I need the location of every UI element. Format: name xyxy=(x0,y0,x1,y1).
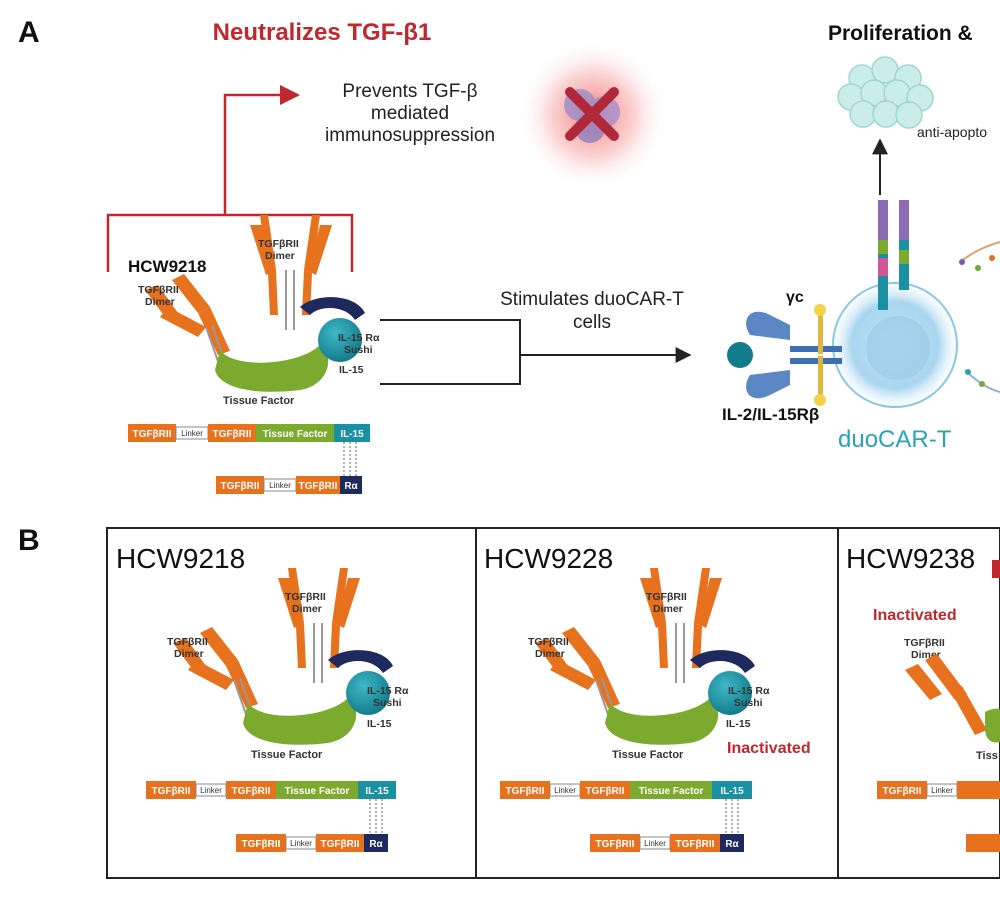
svg-text:TGFβRII: TGFβRII xyxy=(596,839,635,850)
red-arrow xyxy=(223,85,300,215)
hcw9218-molecule-a xyxy=(144,214,366,393)
b1-il15ra-2: Sushi xyxy=(373,697,402,709)
gamma-c-label: γc xyxy=(786,289,804,306)
b1-tgf-left-1: TGFβRII xyxy=(167,636,208,648)
construct-bar-a-top: TGFβRII Linker TGFβRII Tissue Factor IL-… xyxy=(128,424,370,442)
stimulates-bracket xyxy=(380,319,521,385)
b2-construct-bottom: TGFβRII Linker TGFβRII Rα xyxy=(590,834,744,852)
svg-text:Tissue Factor: Tissue Factor xyxy=(639,786,704,797)
tgf-dimer-left-line1: TGFβRII xyxy=(138,284,179,296)
b3-cropped-red-text xyxy=(992,560,1000,578)
il15ra-line2: Sushi xyxy=(344,344,373,356)
b2-tgf-left-1: TGFβRII xyxy=(528,636,569,648)
tgf-dimer-top-line1: TGFβRII xyxy=(258,238,299,250)
b3-molecule-partial xyxy=(905,654,1000,743)
b2-tissue-factor: Tissue Factor xyxy=(612,749,684,761)
svg-text:TGFβRII: TGFβRII xyxy=(506,786,545,797)
svg-text:IL-15: IL-15 xyxy=(720,786,744,797)
svg-text:Linker: Linker xyxy=(181,429,203,438)
svg-text:TGFβRII: TGFβRII xyxy=(221,481,260,492)
red-bracket xyxy=(106,213,354,272)
svg-text:Linker: Linker xyxy=(200,786,222,795)
il2-receptor-label: IL-2/IL-15Rβ xyxy=(722,405,819,424)
il2-il15-receptor-icon xyxy=(727,304,842,406)
b2-inactivated-label: Inactivated xyxy=(727,740,811,757)
svg-text:TGFβRII: TGFβRII xyxy=(299,481,338,492)
b2-construct-top: TGFβRII Linker TGFβRII Tissue Factor IL-… xyxy=(500,781,752,799)
b3-construct-bottom xyxy=(966,834,1000,852)
b2-tgf-left-2: Dimer xyxy=(535,648,565,660)
subpanel-2-title: HCW9228 xyxy=(484,543,613,574)
svg-text:Linker: Linker xyxy=(290,839,312,848)
svg-text:IL-15: IL-15 xyxy=(340,429,364,440)
panel-a-letter: A xyxy=(18,16,40,49)
b1-tgf-left-2: Dimer xyxy=(174,648,204,660)
svg-text:Tissue Factor: Tissue Factor xyxy=(285,786,350,797)
tgf-dimer-top-line2: Dimer xyxy=(265,250,295,262)
b2-il15ra-2: Sushi xyxy=(734,697,763,709)
b1-construct-top: TGFβRII Linker TGFβRII Tissue Factor IL-… xyxy=(146,781,396,799)
svg-text:IL-15: IL-15 xyxy=(365,786,389,797)
svg-text:TGFβRII: TGFβRII xyxy=(586,786,625,797)
b3-construct-top: TGFβRII Linker xyxy=(877,781,1000,799)
b1-tgf-top-2: Dimer xyxy=(292,603,322,615)
panel-b-frame xyxy=(106,527,1000,879)
secreted-particles xyxy=(959,241,1000,393)
prevents-line2: mediated xyxy=(371,103,449,124)
svg-text:TGFβRII: TGFβRII xyxy=(883,786,922,797)
svg-text:Tissue Factor: Tissue Factor xyxy=(263,429,328,440)
prevents-line1: Prevents TGF-β xyxy=(342,81,477,102)
hcw9228-molecule xyxy=(534,567,756,746)
b2-tgf-top-2: Dimer xyxy=(653,603,683,615)
b2-il15: IL-15 xyxy=(726,718,751,730)
stimulates-line2: cells xyxy=(573,312,611,333)
tissue-factor-label: Tissue Factor xyxy=(223,395,295,407)
b3-tgf-left-1: TGFβRII xyxy=(904,637,945,649)
stimulates-line1: Stimulates duoCAR-T xyxy=(500,289,684,310)
svg-text:TGFβRII: TGFβRII xyxy=(321,839,360,850)
construct-bar-a-bottom: TGFβRII Linker TGFβRII Rα xyxy=(216,476,362,494)
svg-text:TGFβRII: TGFβRII xyxy=(676,839,715,850)
b3-tissue-factor-cropped: Tiss xyxy=(976,750,998,762)
neutralizes-title: Neutralizes TGF-β1 xyxy=(213,19,432,46)
b3-inactivated-label: Inactivated xyxy=(873,607,957,624)
b2-il15ra-1: IL-15 Rα xyxy=(728,685,770,697)
svg-text:Linker: Linker xyxy=(554,786,576,795)
duocar-t-cell xyxy=(832,200,958,408)
b1-il15: IL-15 xyxy=(367,718,392,730)
suppressed-cell-icon xyxy=(518,40,668,190)
prevents-line3: immunosuppression xyxy=(325,125,495,146)
proliferation-title: Proliferation & xyxy=(828,22,973,45)
b1-tgf-top-1: TGFβRII xyxy=(285,591,326,603)
il15ra-line1: IL-15 Rα xyxy=(338,332,380,344)
svg-text:Linker: Linker xyxy=(644,839,666,848)
svg-text:TGFβRII: TGFβRII xyxy=(133,429,172,440)
il15-label: IL-15 xyxy=(339,364,364,376)
panel-b-letter: B xyxy=(18,524,40,557)
subpanel-1-title: HCW9218 xyxy=(116,543,245,574)
svg-text:Rα: Rα xyxy=(369,839,383,850)
molecule-name: HCW9218 xyxy=(128,257,206,276)
svg-text:TGFβRII: TGFβRII xyxy=(242,839,281,850)
svg-text:Rα: Rα xyxy=(344,481,358,492)
anti-apoptosis-label: anti-apopto xyxy=(917,124,987,140)
hcw9218-molecule-b1 xyxy=(172,567,394,746)
svg-text:TGFβRII: TGFβRII xyxy=(152,786,191,797)
svg-text:Linker: Linker xyxy=(931,786,953,795)
duocar-t-label: duoCAR-T xyxy=(838,426,952,453)
b1-il15ra-1: IL-15 Rα xyxy=(367,685,409,697)
svg-text:TGFβRII: TGFβRII xyxy=(213,429,252,440)
b2-tgf-top-1: TGFβRII xyxy=(646,591,687,603)
svg-text:TGFβRII: TGFβRII xyxy=(232,786,271,797)
svg-text:Linker: Linker xyxy=(269,481,291,490)
proliferating-cells-icon xyxy=(837,56,934,129)
b1-construct-bottom: TGFβRII Linker TGFβRII Rα xyxy=(236,834,388,852)
subpanel-3-title: HCW9238 xyxy=(846,543,975,574)
b1-tissue-factor: Tissue Factor xyxy=(251,749,323,761)
svg-text:Rα: Rα xyxy=(725,839,739,850)
tgf-dimer-left-line2: Dimer xyxy=(145,296,175,308)
